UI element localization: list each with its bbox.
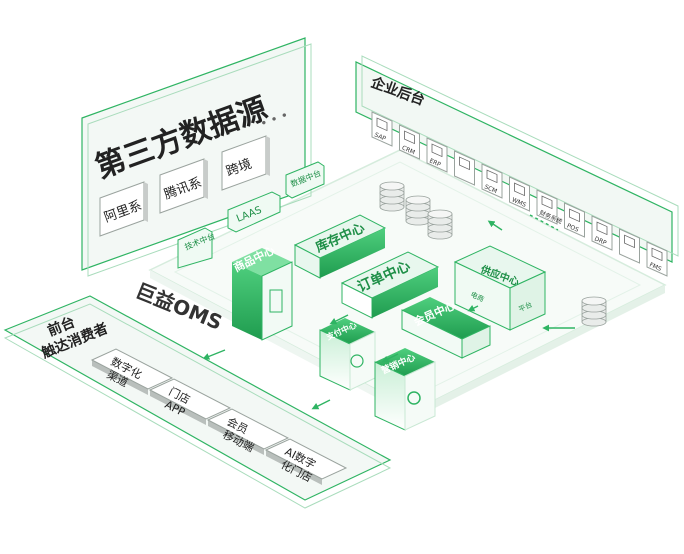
- backend-system-tile: FMS: [646, 241, 668, 277]
- backend-system-tile: CRM: [399, 124, 420, 160]
- laas-block: LAAS: [227, 191, 281, 233]
- third-party-item: 腾讯系: [159, 158, 208, 214]
- tech-center-block: 技术中台: [177, 227, 216, 269]
- system-icon: [596, 221, 608, 236]
- backend-system-label: POS: [566, 222, 580, 233]
- backend-system-label: SCM: [483, 183, 498, 195]
- backend-system-label: DRP: [593, 235, 608, 247]
- system-icon: [569, 208, 580, 223]
- third-party-item: 跨境: [221, 135, 270, 191]
- backend-system-tile: WMS: [509, 176, 530, 212]
- system-icon: [486, 169, 498, 184]
- backend-system-tile: SAP: [371, 111, 393, 147]
- system-icon: [404, 130, 415, 145]
- backend-system-label: ERP: [428, 157, 442, 168]
- database-icon: [581, 296, 607, 327]
- connectors: [202, 214, 575, 410]
- system-icon: [431, 143, 443, 158]
- payment-center-block: 支付中心: [319, 318, 376, 391]
- backend-system-tile: ERP: [426, 137, 448, 173]
- database-icon: [427, 209, 453, 240]
- supply-center-block: 供应中心 电商 平台: [453, 245, 547, 331]
- backend-system-tile: SCM: [481, 163, 503, 199]
- backend-system-tile: POS: [564, 202, 585, 238]
- backend-system-tile: [454, 150, 475, 186]
- system-icon: [541, 195, 553, 210]
- database-stacks: [379, 181, 607, 327]
- system-icon: [651, 247, 663, 262]
- data-center-block: 数据中台: [285, 161, 325, 199]
- backend-system-label: CRM: [401, 144, 416, 156]
- backend-system-label: FMS: [648, 261, 662, 273]
- system-icon: [514, 182, 525, 197]
- backend-system-tile: DRP: [591, 215, 613, 251]
- database-icon: [379, 181, 405, 212]
- third-party-item: 阿里系: [99, 181, 148, 237]
- system-icon: [376, 117, 388, 132]
- backend-panel: 企业后台: [355, 55, 679, 263]
- goods-center-tower: 商品中心: [231, 243, 293, 341]
- backend-system-tile: [619, 228, 640, 264]
- member-center-block: 会员中心: [401, 297, 491, 359]
- database-icon: [405, 195, 431, 226]
- backend-system-label: SAP: [373, 131, 387, 142]
- system-icon: [459, 156, 470, 171]
- system-icon: [624, 234, 635, 249]
- inventory-center-block: 库存中心: [293, 214, 387, 279]
- marketing-center-block: 营销中心: [374, 348, 436, 431]
